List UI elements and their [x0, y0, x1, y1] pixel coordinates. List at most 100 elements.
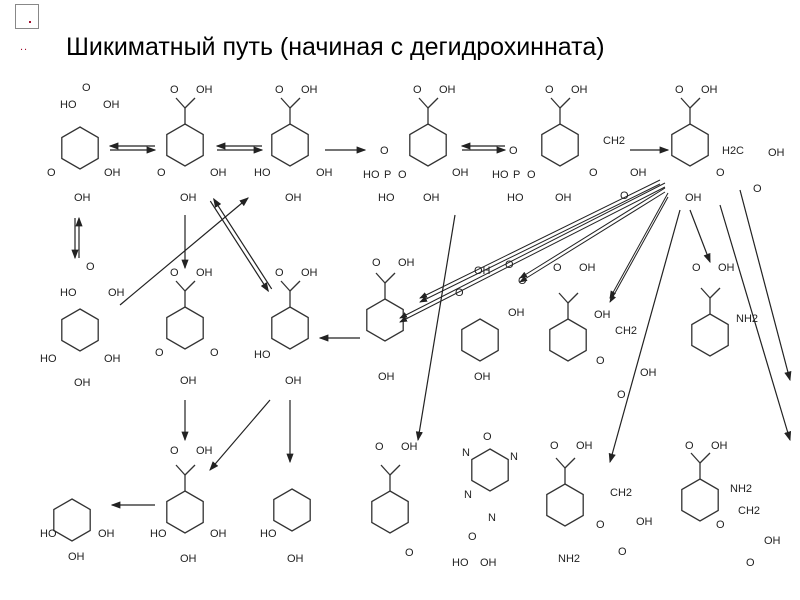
atom-label: O	[380, 145, 389, 157]
carbonyl-bond-19	[690, 452, 701, 464]
carbonyl-bond-9	[375, 272, 386, 284]
atom-label: N	[462, 447, 470, 459]
atom-label: O	[716, 167, 725, 179]
molecule-ring-9	[366, 298, 404, 342]
atom-label: HO	[254, 349, 271, 361]
atom-label: OH	[301, 267, 318, 279]
molecule-ring-11	[549, 318, 587, 362]
atom-label: OH	[196, 267, 213, 279]
atom-label: O	[618, 546, 627, 558]
atom-label: O	[553, 262, 562, 274]
atom-label: O	[550, 440, 559, 452]
atom-label: H2C	[722, 145, 744, 157]
equilibrium-arrow-reverse	[213, 197, 273, 290]
carbonyl-bond-12	[700, 287, 711, 299]
slide-thumbnail-icon[interactable]	[15, 4, 39, 29]
atom-label: O	[509, 145, 518, 157]
atom-label: OH	[452, 167, 469, 179]
atom-label: OH	[103, 99, 120, 111]
reaction-arrow	[608, 209, 681, 464]
atom-label: O	[483, 431, 492, 443]
atom-label: O	[596, 519, 605, 531]
hydroxyl-bond-11	[567, 292, 579, 304]
reaction-arrow	[689, 209, 711, 264]
dot-marker	[29, 21, 31, 23]
molecule-ring-14	[166, 490, 204, 534]
atom-label: OH	[74, 377, 91, 389]
atom-label: N	[510, 451, 518, 463]
atom-label: OH	[104, 167, 121, 179]
atom-label: OH	[401, 441, 418, 453]
atom-label: OH	[474, 371, 491, 383]
molecule-ring-4	[541, 123, 579, 167]
atom-label: O	[589, 167, 598, 179]
atom-label: OH	[764, 535, 781, 547]
atom-label: OH	[571, 84, 588, 96]
atom-label: OH	[180, 192, 197, 204]
atom-label: OH	[378, 371, 395, 383]
atom-label: OH	[423, 192, 440, 204]
hydroxyl-bond-7	[184, 280, 196, 292]
atom-label: OH	[180, 553, 197, 565]
atom-label: OH	[718, 262, 735, 274]
molecule-ring-13	[53, 498, 91, 542]
atom-label: O	[545, 84, 554, 96]
atom-label: OH	[480, 557, 497, 569]
hydroxyl-bond-16	[389, 464, 401, 476]
atom-label: HO	[150, 528, 167, 540]
atom-label: NH2	[730, 483, 752, 495]
atom-label: N	[488, 512, 496, 524]
molecule-ring-10	[461, 318, 499, 362]
molecule-ring-8	[271, 306, 309, 350]
molecule-ring-6	[61, 308, 99, 352]
branch-arrow	[519, 191, 666, 283]
atom-label: OH	[630, 167, 647, 179]
molecule-ring-17	[471, 448, 509, 492]
atom-label: HO	[40, 528, 57, 540]
hydroxyl-bond-3	[427, 97, 439, 109]
hydroxyl-bond-8	[289, 280, 301, 292]
atom-label: HO	[254, 167, 271, 179]
branch-arrow	[419, 183, 661, 303]
atom-label: O	[505, 259, 514, 271]
molecule-ring-7	[166, 306, 204, 350]
atom-label: HO	[60, 287, 77, 299]
reaction-arrow	[415, 214, 456, 442]
atom-label: OH	[579, 262, 596, 274]
atom-label: OH	[576, 440, 593, 452]
atom-label: O	[455, 287, 464, 299]
atom-label: OH	[196, 445, 213, 457]
carbonyl-bond-8	[280, 280, 291, 292]
reaction-arrow	[119, 197, 249, 306]
atom-label: OH	[301, 84, 318, 96]
atom-label: O	[170, 84, 179, 96]
atom-label: HO	[378, 192, 395, 204]
hydroxyl-bond-5	[689, 97, 701, 109]
hydroxyl-bond-1	[184, 97, 196, 109]
atom-label: O	[596, 355, 605, 367]
atom-label: O	[170, 445, 179, 457]
atom-label: O	[86, 261, 95, 273]
atom-label: OH	[555, 192, 572, 204]
branch-arrow	[609, 192, 669, 299]
atom-label: O	[617, 389, 626, 401]
atom-label: OH	[68, 551, 85, 563]
branch-arrow	[519, 187, 666, 279]
atom-label: HO	[363, 169, 380, 181]
branch-arrow	[399, 186, 666, 323]
atom-label: O	[716, 519, 725, 531]
atom-label: O	[47, 167, 56, 179]
reaction-arrow	[209, 399, 271, 471]
atom-label: OH	[711, 440, 728, 452]
atom-label: O	[82, 82, 91, 94]
atom-label: HO	[40, 353, 57, 365]
atom-label: O	[685, 440, 694, 452]
atom-label: OH	[98, 528, 115, 540]
carbonyl-bond-4	[550, 97, 561, 109]
atom-label: CH2	[615, 325, 637, 337]
molecule-ring-1	[166, 123, 204, 167]
atom-label: O	[372, 257, 381, 269]
atom-label: N	[464, 489, 472, 501]
atom-label: OH	[285, 375, 302, 387]
